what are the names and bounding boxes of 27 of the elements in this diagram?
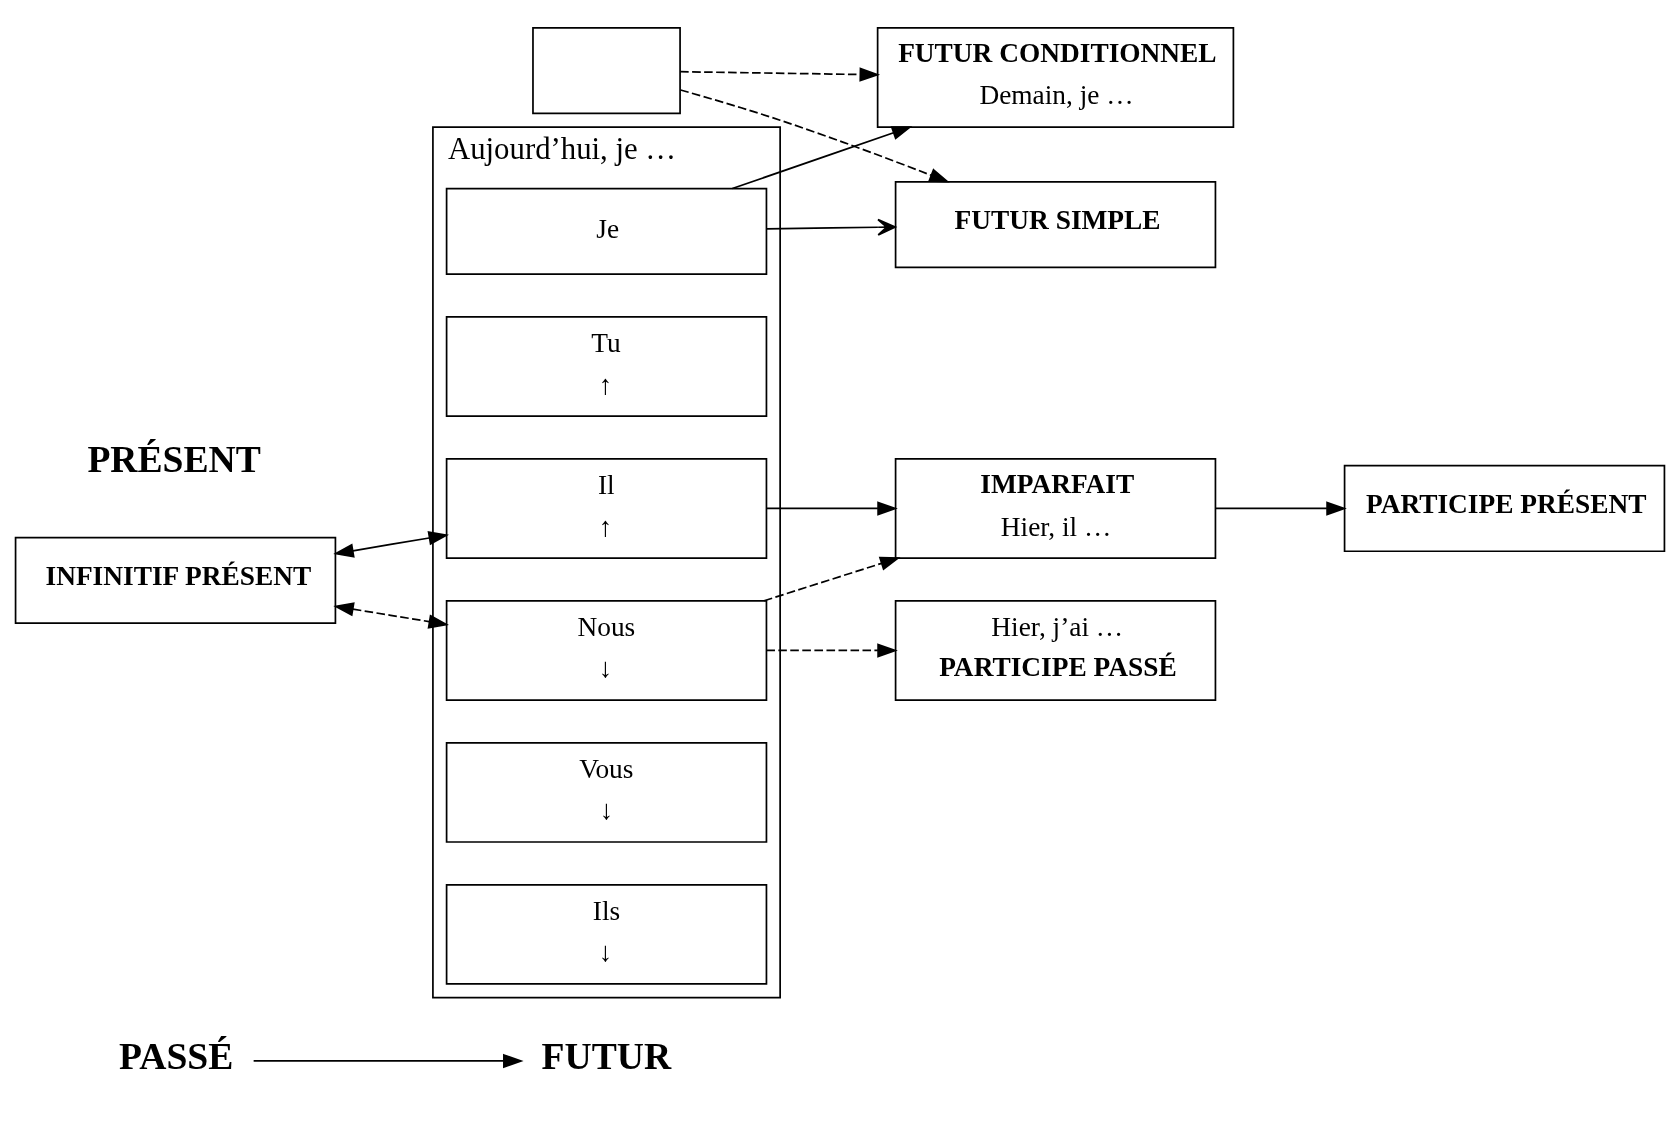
arrow bbox=[333, 530, 449, 558]
node-text: PASSÉ bbox=[119, 1034, 234, 1077]
node-box: FUTUR CONDITIONNEL Demain, je … bbox=[876, 26, 1235, 128]
arrow bbox=[765, 500, 898, 516]
node-box: FUTUR SIMPLE bbox=[894, 180, 1217, 268]
node-box: PARTICIPE PRÉSENT bbox=[1343, 464, 1666, 552]
arrow bbox=[765, 642, 898, 658]
node-box: Hier, j’ai … PARTICIPE PASSÉ bbox=[894, 599, 1217, 701]
arrow bbox=[1214, 500, 1347, 516]
node-box: Ils ↓ bbox=[445, 883, 768, 985]
node-box: Il ↑ bbox=[445, 457, 768, 559]
arrow bbox=[763, 556, 901, 602]
arrow bbox=[333, 601, 449, 629]
arrow bbox=[679, 66, 881, 82]
node-box: IMPARFAIT Hier, il … bbox=[894, 457, 1217, 559]
node-box bbox=[532, 26, 681, 114]
node-text: FUTUR bbox=[541, 1034, 672, 1077]
node-box: Nous ↓ bbox=[445, 599, 768, 701]
node-box: Tu ↑ bbox=[445, 315, 768, 417]
node-box: Je bbox=[445, 187, 768, 275]
arrow bbox=[731, 125, 913, 189]
label: PRÉSENT bbox=[87, 437, 261, 480]
arrow bbox=[765, 218, 897, 236]
node-box: Vous ↓ bbox=[445, 741, 768, 843]
arrow bbox=[679, 88, 950, 183]
node-box: INFINITIF PRÉSENT bbox=[14, 536, 337, 624]
arrow bbox=[252, 1053, 524, 1068]
